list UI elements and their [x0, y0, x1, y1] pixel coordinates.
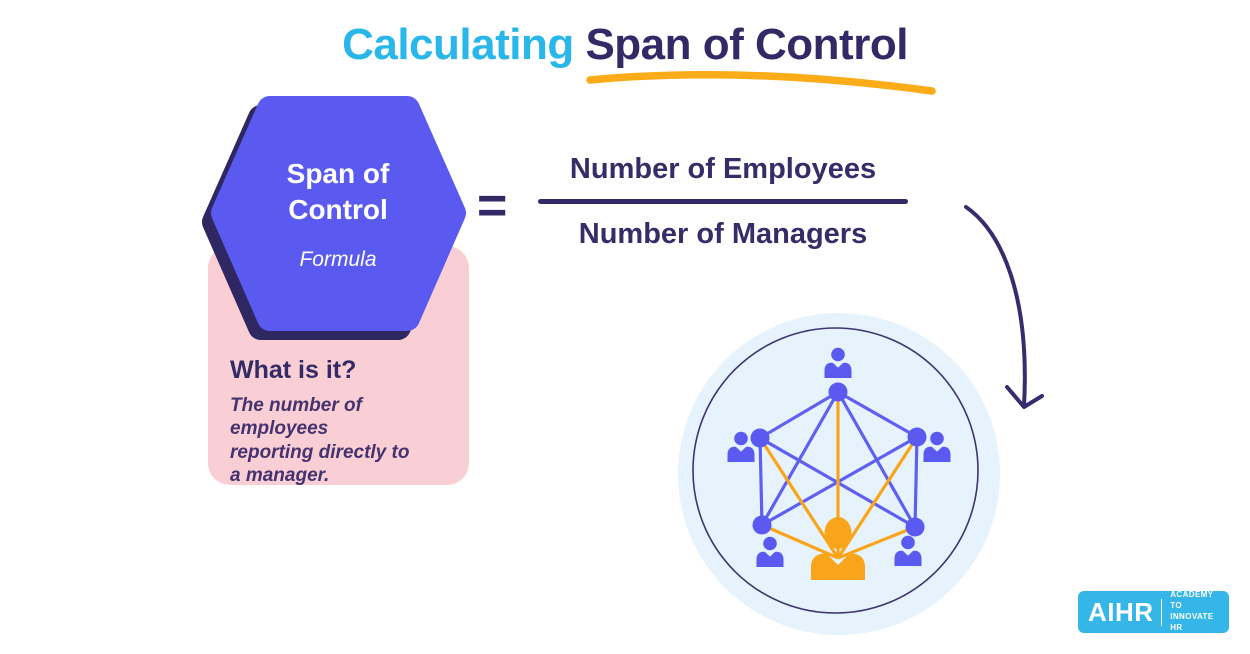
aihr-logo-tagline: ACADEMY TO INNOVATE HR	[1170, 590, 1219, 633]
aihr-tagline-line-1: ACADEMY TO	[1170, 590, 1214, 611]
hexagon-title-line-2: Control	[288, 193, 388, 225]
definition-line-1: The number of employees	[230, 395, 362, 440]
employee-connection-lines	[758, 390, 919, 529]
aihr-logo-divider	[1160, 598, 1163, 626]
network-ring	[692, 327, 979, 614]
equals-sign: =	[477, 177, 508, 235]
node-dot	[752, 515, 772, 535]
formula-denominator: Number of Managers	[578, 218, 868, 250]
aihr-logo: AIHR ACADEMY TO INNOVATE HR	[1078, 590, 1229, 633]
hexagon-text: Span of Control Formula	[238, 156, 438, 272]
hexagon-title-line-1: Span of	[286, 158, 390, 189]
definition-text: The number of employees reporting direct…	[230, 394, 460, 487]
formula-numerator: Number of Employees	[569, 153, 877, 185]
hexagon-badge	[190, 80, 490, 355]
definition-line-3: a manager.	[230, 465, 330, 487]
node-dot	[750, 428, 770, 448]
definition-line-2: reporting directly to	[230, 441, 410, 463]
curved-arrow-icon	[950, 196, 1060, 431]
hexagon-shape	[211, 96, 466, 331]
hexagon-subtitle: Formula	[299, 247, 377, 271]
formula-fraction: Number of Employees Number of Managers	[538, 153, 908, 251]
page-title: Calculating Span of Control	[0, 20, 1250, 70]
fraction-bar	[538, 199, 908, 204]
node-dot	[828, 382, 848, 402]
aihr-tagline-line-2: INNOVATE HR	[1170, 612, 1214, 632]
title-underline-swoosh	[586, 71, 936, 95]
title-highlight: Calculating	[342, 20, 574, 69]
title-rest: Span of Control	[573, 20, 908, 69]
node-dot	[905, 517, 925, 537]
aihr-logo-brand: AIHR	[1088, 596, 1154, 627]
manager-icon	[811, 517, 865, 580]
span-of-control-network	[672, 306, 1012, 651]
node-dot	[907, 427, 927, 447]
definition-heading: What is it?	[230, 356, 357, 384]
network-nodes	[750, 382, 927, 537]
